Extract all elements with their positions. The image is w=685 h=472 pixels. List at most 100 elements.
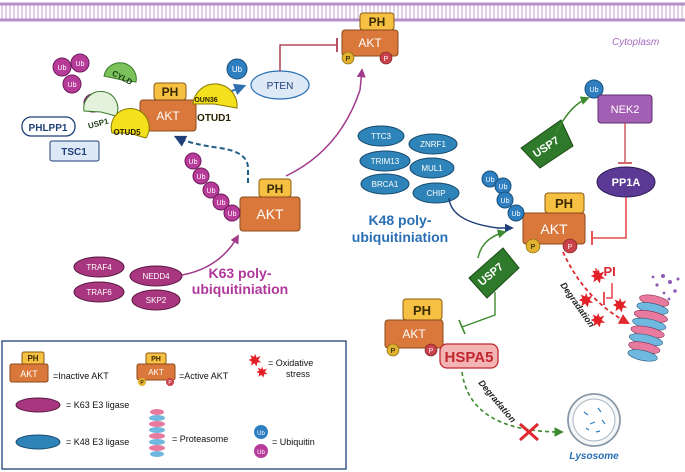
phospho-label: P [384, 56, 389, 63]
phospho-site [424, 343, 438, 357]
brca1-label: BRCA1 [372, 180, 399, 189]
ubiquitin [481, 170, 499, 188]
ubiquitin-label: Ub [257, 450, 265, 456]
ligase-znrf1 [408, 133, 458, 155]
ubiquitin-label: Ub [232, 65, 243, 74]
phospho-label: P [140, 380, 144, 386]
nek2-node: NEK2 [597, 94, 653, 124]
ubiquitin [254, 444, 268, 458]
phospho-site [166, 378, 174, 386]
ttc3-label: TTC3 [371, 132, 392, 141]
ph-label: PH [369, 15, 386, 29]
ph-label: PH [27, 354, 38, 363]
trim13-label: TRIM13 [371, 157, 400, 166]
akt-upper-left: PH AKT [139, 82, 197, 132]
akt-body [341, 29, 399, 57]
phospho-site [379, 51, 393, 65]
ubiquitin-label: Ub [68, 82, 77, 89]
phospho-site [525, 238, 541, 254]
legend-k63-ligase [15, 397, 61, 413]
k63-label: ubiquitiniation [192, 281, 288, 297]
otud5-enzyme: OTUD5 [110, 107, 150, 139]
pp1a-inhibits-akt [593, 197, 627, 239]
k48-label: ubiquitiniation [352, 229, 448, 245]
usp1-enzyme: USP1 [83, 90, 119, 131]
akt-body [522, 212, 586, 245]
ubiquitin [192, 167, 210, 185]
ubiquitin-label: Ub [189, 159, 198, 166]
phospho-site [562, 238, 578, 254]
degradation-label: Degradation [476, 378, 518, 425]
proteasome-degradation-arrow [562, 251, 630, 325]
ubiquitin-label: Ub [257, 431, 265, 437]
ph-label: PH [151, 356, 161, 363]
ubiquitin-label: Ub [501, 198, 510, 205]
otud1-enzyme: OUN36 OTUD1 [192, 83, 238, 124]
legend-akt-body [136, 363, 176, 381]
lysosome-label: Lysosome [569, 451, 619, 462]
znrf1-label: ZNRF1 [420, 140, 446, 149]
k63-ubiquitination-arrow [181, 234, 239, 276]
usp7-enzyme-top: USP7 [520, 119, 574, 169]
blocked-cross [519, 422, 539, 442]
usp1-label: USP1 [87, 116, 110, 130]
tsc1-node: TSC1 [49, 140, 100, 162]
ubiquitin-label: Ub [499, 184, 508, 191]
cytoplasm-label: Cytoplasm [612, 37, 659, 48]
ubiquitin [62, 74, 82, 94]
akt-top-active: PH AKT P P [341, 12, 399, 65]
legend-k48-ligase [15, 434, 61, 450]
ubiquitin-label: Ub [58, 65, 67, 72]
skp2-label: SKP2 [146, 296, 167, 305]
hspa5-label: HSPA5 [445, 349, 494, 366]
usp7-to-nek2-arrow [555, 96, 590, 134]
ubiquitin [496, 191, 514, 209]
ubiquitin [507, 204, 525, 222]
cyld-enzyme: CYLD [103, 62, 137, 87]
ligase-brca1 [360, 173, 410, 195]
ubiquitin-label: Ub [76, 61, 85, 68]
pp1a-label: PP1A [612, 177, 641, 189]
inhibition-bar [458, 319, 466, 335]
phlpp1-node: PHLPP1 [21, 116, 76, 137]
akt-label: AKT [540, 221, 568, 237]
ligase-ttc3 [357, 125, 405, 147]
ubiquitin-label: Ub [512, 211, 521, 218]
chip-label: CHIP [426, 189, 445, 198]
legend-oxidative: = Oxidative [268, 358, 313, 368]
tsc1-label: TSC1 [61, 147, 87, 158]
akt-label: AKT [358, 36, 382, 50]
ligase-traf4 [73, 256, 125, 278]
ubiquitin [584, 79, 604, 99]
hspa5-node: HSPA5 [439, 343, 499, 369]
ligase-chip [412, 182, 460, 204]
k48-e3-ligases: TTC3 ZNRF1 TRIM13 MUL1 BRCA1 CHIP [357, 125, 460, 204]
akt-hspa5-bound: PH AKT P P [384, 298, 444, 357]
phospho-label: P [568, 244, 573, 251]
phospho-site [138, 378, 146, 386]
pten-inhibits-akt [279, 44, 336, 71]
ubiquitin-label: Ub [207, 188, 216, 195]
ligase-mul1 [409, 157, 455, 179]
akt-label: AKT [402, 327, 426, 341]
akt-label: AKT [148, 368, 164, 377]
akt-label: AKT [256, 206, 284, 222]
ubiquitin [212, 193, 230, 211]
phospho-site [386, 343, 400, 357]
pten-node: PTEN [250, 70, 310, 100]
usp7-enzyme-bottom: USP7 [468, 247, 520, 299]
ligase-trim13 [359, 150, 411, 172]
ubiquitin-label: Ub [590, 87, 599, 94]
ubiquitin [254, 425, 268, 439]
usp7-inhibits-akt [461, 292, 496, 328]
akt-label: AKT [156, 109, 180, 123]
traf6-label: TRAF6 [86, 288, 112, 297]
ph-label: PH [413, 303, 431, 318]
ligase-skp2 [131, 289, 181, 311]
ligase-traf6 [73, 281, 125, 303]
legend-proteasome [149, 409, 165, 457]
ph-label: PH [162, 85, 179, 99]
otud1-label: OTUD1 [197, 113, 231, 124]
phospho-label: P [391, 348, 396, 355]
k63-label: K63 poly- [208, 265, 271, 281]
